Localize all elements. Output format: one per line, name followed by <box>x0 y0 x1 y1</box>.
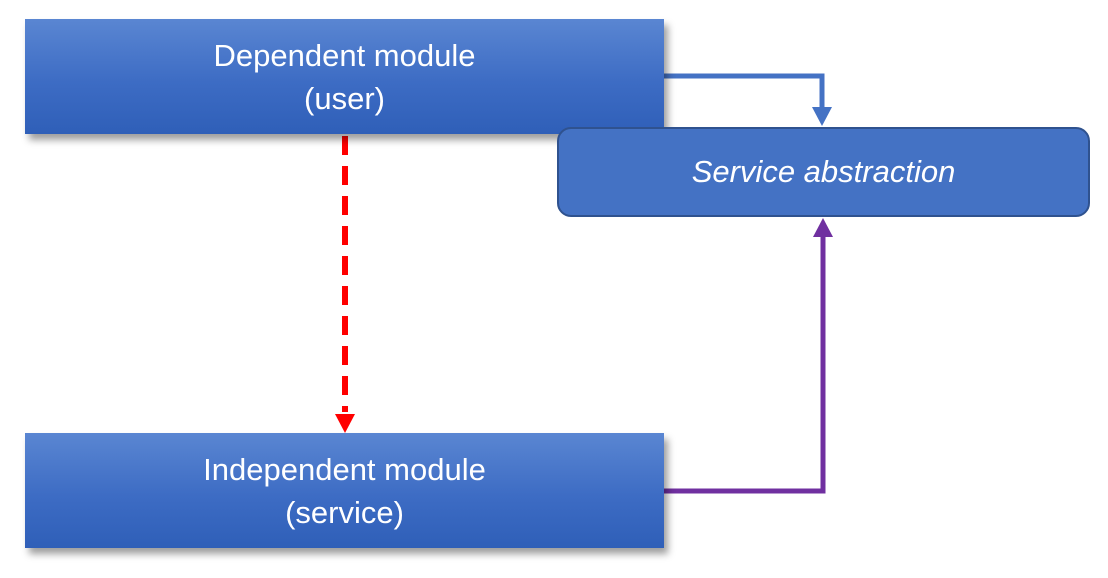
dependent-module-box: Dependent module (user) <box>25 19 664 134</box>
dependent-module-title: Dependent module <box>213 37 476 73</box>
service-abstraction-label: Service abstraction <box>691 154 956 189</box>
dependent-module-subtitle: (user) <box>304 80 385 116</box>
independent-module-title: Independent module <box>203 451 486 487</box>
edge-independent-to-service <box>664 232 826 494</box>
arrowhead-dependent-to-independent <box>335 414 355 433</box>
arrowhead-dependent-to-service <box>812 107 832 126</box>
arrowhead-independent-to-service <box>813 218 833 237</box>
independent-module-subtitle: (service) <box>285 494 404 530</box>
edge-dependent-to-service <box>664 73 825 113</box>
independent-module-box: Independent module (service) <box>25 433 664 548</box>
service-abstraction-box: Service abstraction <box>557 127 1090 217</box>
